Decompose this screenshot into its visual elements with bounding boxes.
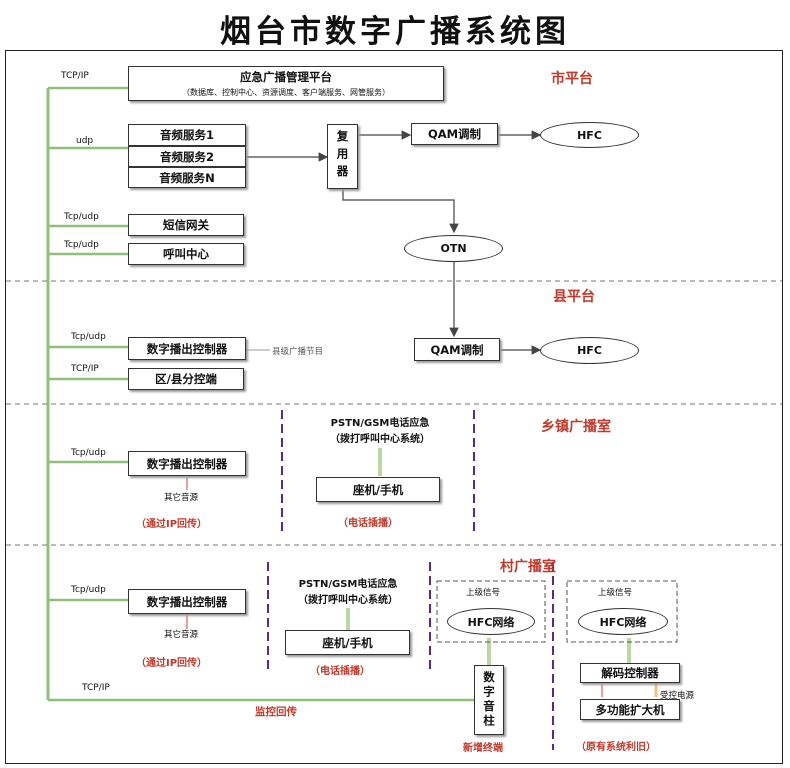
county-program-label: 县级广播节目 [272, 347, 324, 357]
diagram-frame [5, 50, 783, 764]
link-label: TCP/IP [82, 683, 110, 693]
audio-service-1[interactable]: 音频服务1 [128, 124, 246, 146]
town-phone-insert: （电话插播） [338, 518, 398, 529]
mgmt-subtitle: （数据库、控制中心、资源调度、客户端服务、网管服务） [182, 88, 390, 97]
town-ip-return: （通过IP回传） [136, 519, 208, 530]
town-broadcast-controller[interactable]: 数字播出控制器 [128, 451, 246, 476]
link-label: Tcp/udp [71, 332, 106, 342]
section-village: 村广播室 [500, 559, 556, 575]
controlled-power-label: 受控电源 [660, 691, 695, 701]
section-town: 乡镇广播室 [541, 419, 611, 435]
link-label: TCP/IP [61, 71, 89, 81]
emergency-mgmt-platform[interactable]: 应急广播管理平台 （数据库、控制中心、资源调度、客户端服务、网管服务） [128, 66, 444, 101]
section-city: 市平台 [551, 71, 593, 87]
purple-dividers [267, 410, 554, 750]
upper-signal-label-1: 上级信号 [466, 588, 501, 598]
mgmt-title: 应急广播管理平台 [240, 70, 332, 84]
page-title: 烟台市数字广播系统图 [220, 14, 570, 50]
multiplexer[interactable]: 复用器 [327, 124, 358, 189]
multi-function-amplifier[interactable]: 多功能扩大机 [580, 699, 680, 720]
audio-service-2[interactable]: 音频服务2 [128, 146, 246, 167]
village-other-source: 其它音源 [164, 630, 199, 640]
link-label: Tcp/udp [71, 448, 106, 458]
town-phone[interactable]: 座机/手机 [316, 477, 440, 502]
village-ip-return: （通过IP回传） [136, 658, 208, 669]
call-center[interactable]: 呼叫中心 [128, 243, 244, 265]
link-label: Tcp/udp [64, 212, 99, 222]
hfc-network-1[interactable]: HFC网络 [447, 608, 535, 635]
hfc-county[interactable]: HFC [540, 337, 639, 364]
district-control-terminal[interactable]: 区/县分控端 [128, 368, 244, 390]
signal-boxes [436, 580, 678, 643]
hfc-network-2[interactable]: HFC网络 [578, 608, 668, 635]
village-pstn-subtitle: （拨打呼叫中心系统） [298, 595, 398, 606]
other-source-arrows [186, 477, 603, 697]
otn-node[interactable]: OTN [404, 235, 503, 262]
upper-signal-label-2: 上级信号 [598, 588, 633, 598]
village-phone[interactable]: 座机/手机 [285, 630, 410, 655]
town-pstn-subtitle: （拨打呼叫中心系统） [330, 434, 430, 445]
monitor-return-label: 监控回传 [255, 706, 297, 718]
village-pstn-title: PSTN/GSM电话应急 [298, 579, 398, 590]
new-terminal-label: 新增终端 [463, 743, 503, 754]
link-label: TCP/IP [71, 364, 99, 374]
audio-service-n[interactable]: 音频服务N [128, 167, 246, 188]
trunk-branches [48, 86, 478, 702]
town-other-source: 其它音源 [164, 493, 199, 503]
link-label: udp [76, 136, 94, 146]
reuse-label: （原有系统利旧） [576, 742, 656, 753]
qam-modulator-county[interactable]: QAM调制 [414, 338, 500, 361]
link-label: Tcp/udp [64, 240, 99, 250]
digital-sound-column[interactable]: 数字音柱 [474, 665, 504, 735]
decoder-controller[interactable]: 解码控制器 [580, 663, 680, 683]
sms-gateway[interactable]: 短信网关 [128, 214, 244, 236]
village-phone-insert: （电话插播） [310, 666, 370, 677]
town-pstn-title: PSTN/GSM电话应急 [330, 418, 430, 429]
section-dividers [6, 280, 782, 546]
section-county: 县平台 [553, 289, 595, 305]
arrows [246, 130, 542, 355]
county-broadcast-controller[interactable]: 数字播出控制器 [128, 337, 246, 360]
qam-modulator-city[interactable]: QAM调制 [411, 123, 498, 145]
hfc-city[interactable]: HFC [540, 122, 639, 148]
village-broadcast-controller[interactable]: 数字播出控制器 [128, 589, 246, 614]
link-label: Tcp/udp [71, 585, 106, 595]
